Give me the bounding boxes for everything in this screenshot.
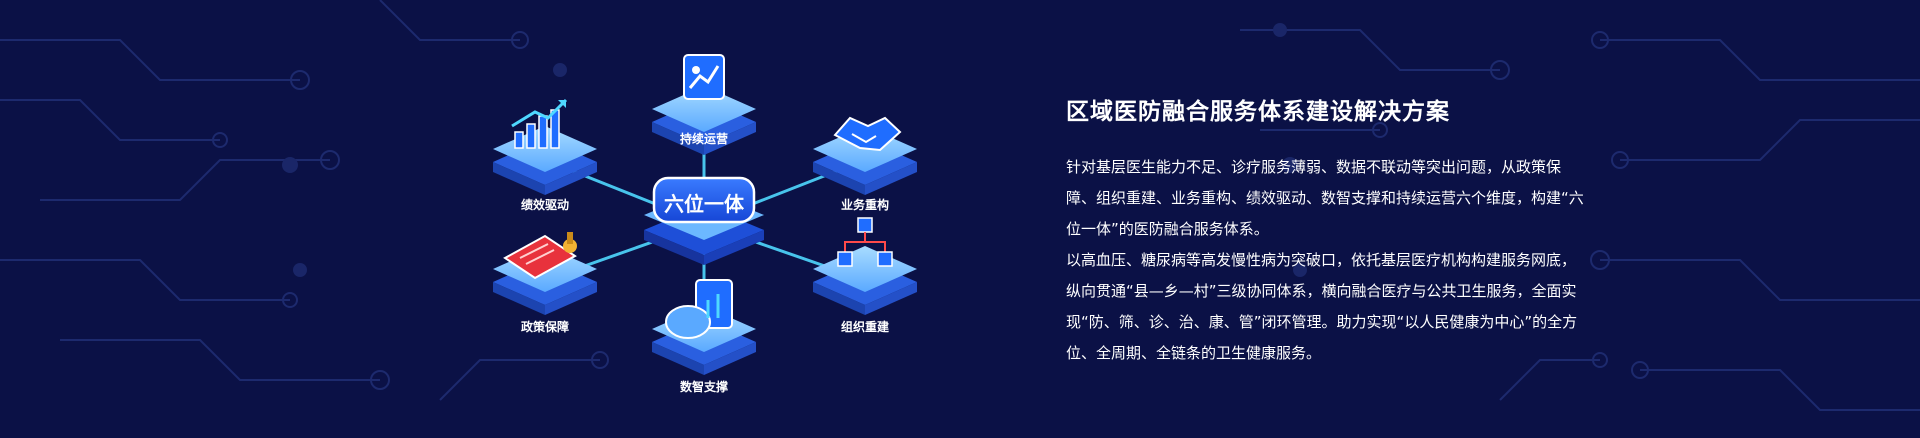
node-label-performance: 绩效驱动 [520, 198, 569, 212]
node-label-org: 组织重建 [840, 320, 889, 334]
center-platform [644, 176, 764, 265]
bar-growth-icon [511, 98, 568, 149]
node-label-data: 数智支撑 [679, 380, 728, 394]
description-block: 区域医防融合服务体系建设解决方案 针对基层医生能力不足、诊疗服务薄弱、数据不联动… [1066, 92, 1586, 369]
description-paragraph-1: 针对基层医生能力不足、诊疗服务薄弱、数据不联动等突出问题，从政策保障、组织重建、… [1066, 158, 1584, 238]
brain-data-icon [665, 279, 733, 339]
node-policy [493, 232, 597, 315]
center-badge [652, 176, 756, 224]
node-business [813, 116, 917, 195]
document-seal-icon [503, 232, 577, 280]
chart-rising-icon [683, 54, 725, 100]
org-chart-icon [837, 217, 893, 267]
node-label-policy: 政策保障 [520, 320, 569, 334]
handshake-icon [833, 116, 902, 152]
node-org [813, 217, 917, 315]
node-performance [493, 98, 597, 195]
node-data [652, 279, 756, 375]
center-label: 六位一体 [664, 192, 744, 216]
six-in-one-diagram [493, 54, 917, 375]
section-title: 区域医防融合服务体系建设解决方案 [1066, 99, 1450, 125]
node-ops [652, 54, 756, 155]
node-label-ops: 持续运营 [679, 132, 728, 146]
node-label-business: 业务重构 [840, 198, 889, 212]
description-paragraph-2: 以高血压、糖尿病等高发慢性病为突破口，依托基层医疗机构构建服务网底，纵向贯通“县… [1066, 251, 1578, 362]
